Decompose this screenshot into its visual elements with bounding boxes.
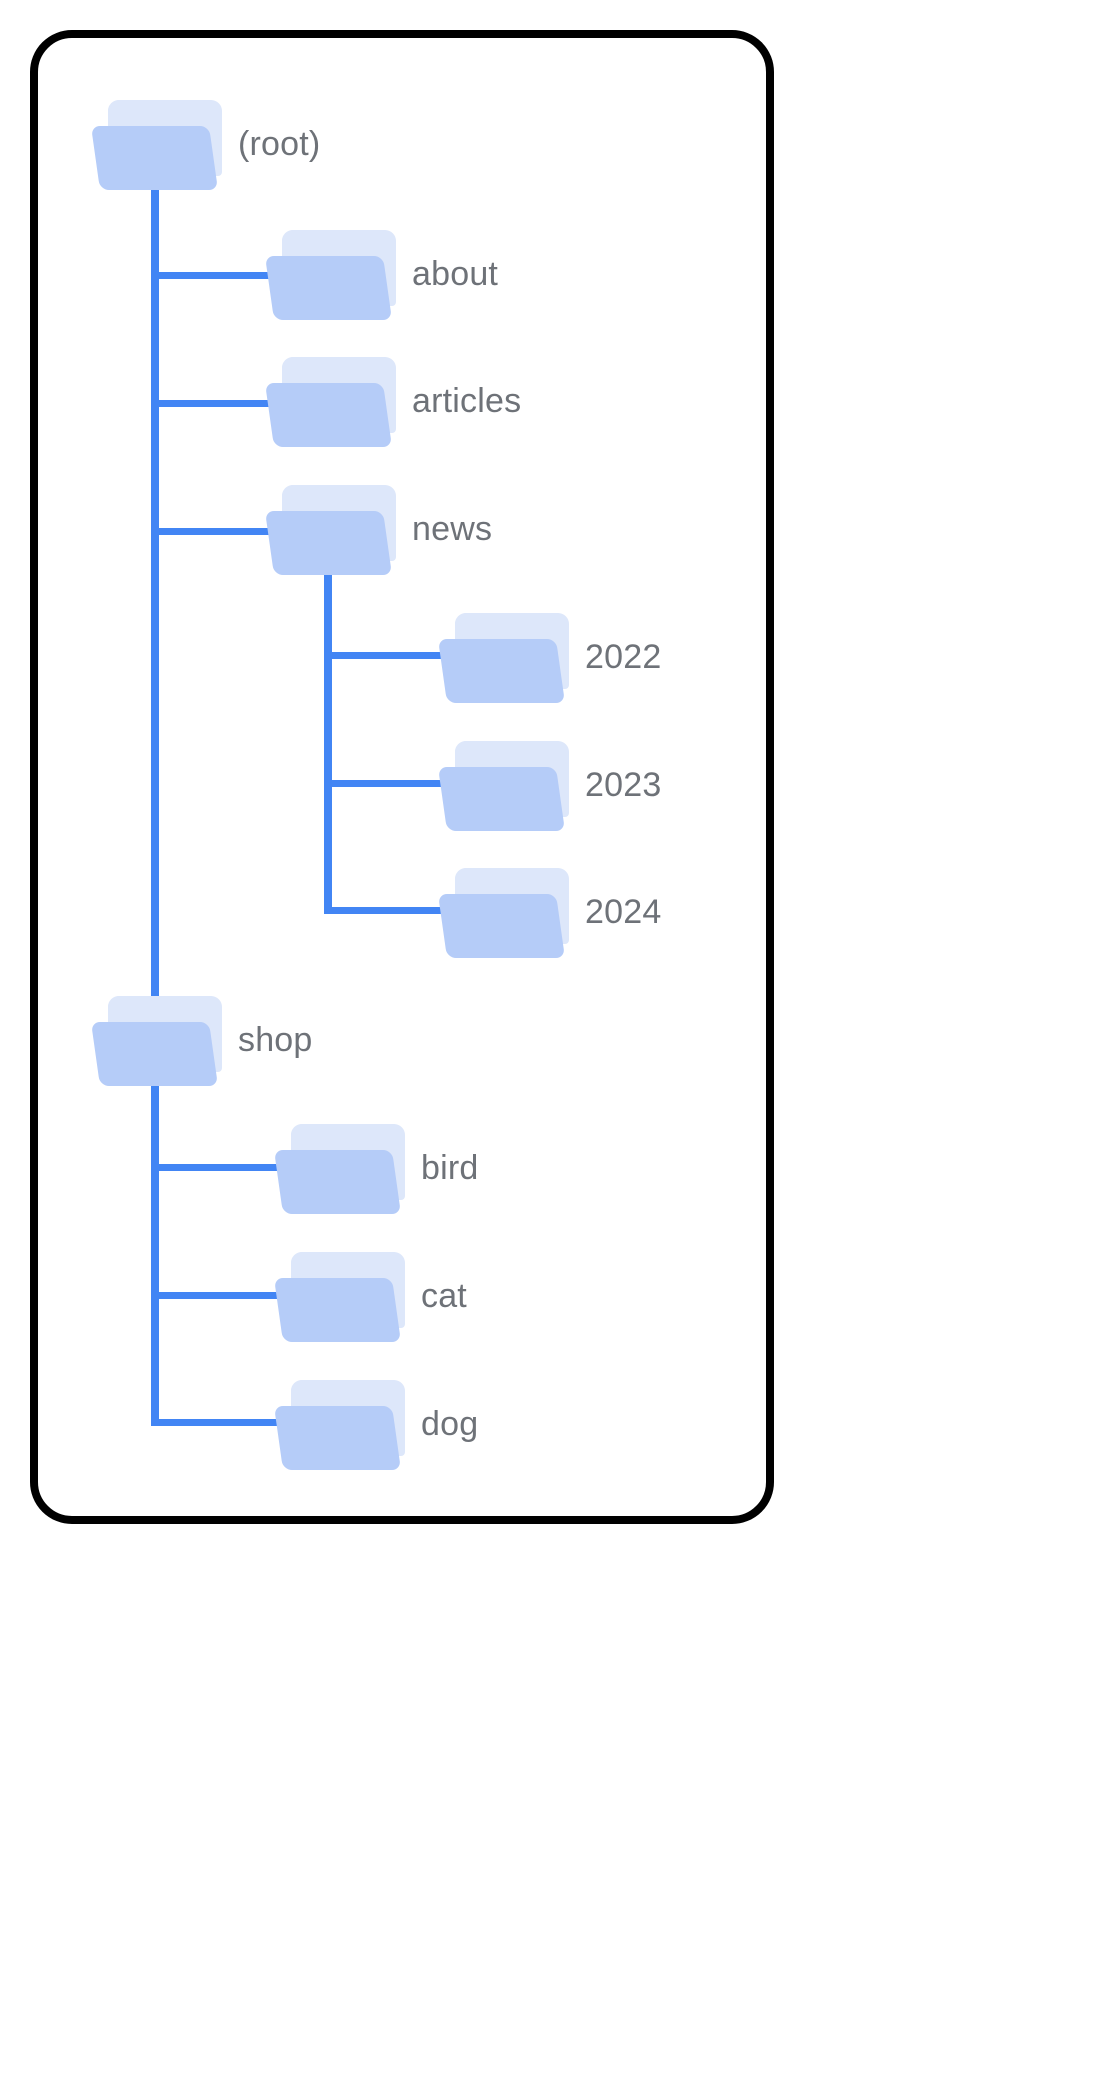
- diagram-card: [30, 30, 774, 1524]
